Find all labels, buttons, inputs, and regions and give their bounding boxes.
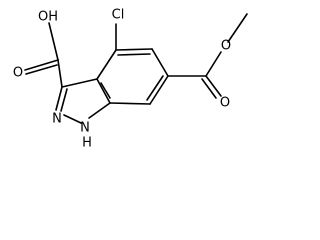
bond-n1-c7a (88, 102, 111, 119)
nitrogen-2-label: N (52, 112, 62, 127)
atom-labels: OH O Cl O O N N H (13, 8, 231, 151)
nitrogen-1-label: N (80, 121, 90, 136)
chlorine-label: Cl (112, 8, 125, 23)
carboxyl-oxygen-label: O (13, 66, 23, 81)
bond-c6-c7-b (146, 75, 164, 101)
ester-oxygen-label: O (221, 39, 231, 54)
bond-c3-carboxyl (57, 59, 63, 88)
bond-c3a-c4 (96, 49, 117, 80)
bond-c7-c7a (109, 102, 151, 105)
bond-ester-carbonyl-b (201, 78, 217, 99)
bond-c3a-c7a (96, 78, 111, 104)
bond-ester-carbon-oxygen (205, 51, 222, 77)
bond-carboxyl-o-double-b (25, 64, 58, 75)
nitrogen-1-hydrogen-label: H (82, 136, 92, 151)
bond-c3-c3a (61, 78, 98, 88)
bond-c3-n2-b (60, 88, 68, 112)
bonds (24, 13, 248, 124)
bond-c4-c5-b (117, 53, 151, 56)
chemical-structure-diagram: OH O Cl O O N N H (13, 8, 248, 151)
bond-ester-oxygen-methyl (227, 13, 248, 43)
bond-c3a-c7a-inner (100, 82, 111, 99)
bond-c6-c7-a (149, 75, 169, 105)
ester-carbonyl-oxygen-label: O (220, 96, 230, 111)
bond-c4-c5-a (115, 48, 153, 51)
bond-carboxyl-oh (48, 22, 59, 61)
bond-carboxyl-o-double-a (24, 59, 59, 71)
bond-ester-carbonyl-a (205, 75, 222, 97)
bond-c3-n2-a (55, 86, 63, 111)
bond-c5-c6 (151, 48, 169, 77)
bond-n2-n1 (63, 114, 82, 124)
hydroxyl-label: OH (38, 10, 58, 25)
